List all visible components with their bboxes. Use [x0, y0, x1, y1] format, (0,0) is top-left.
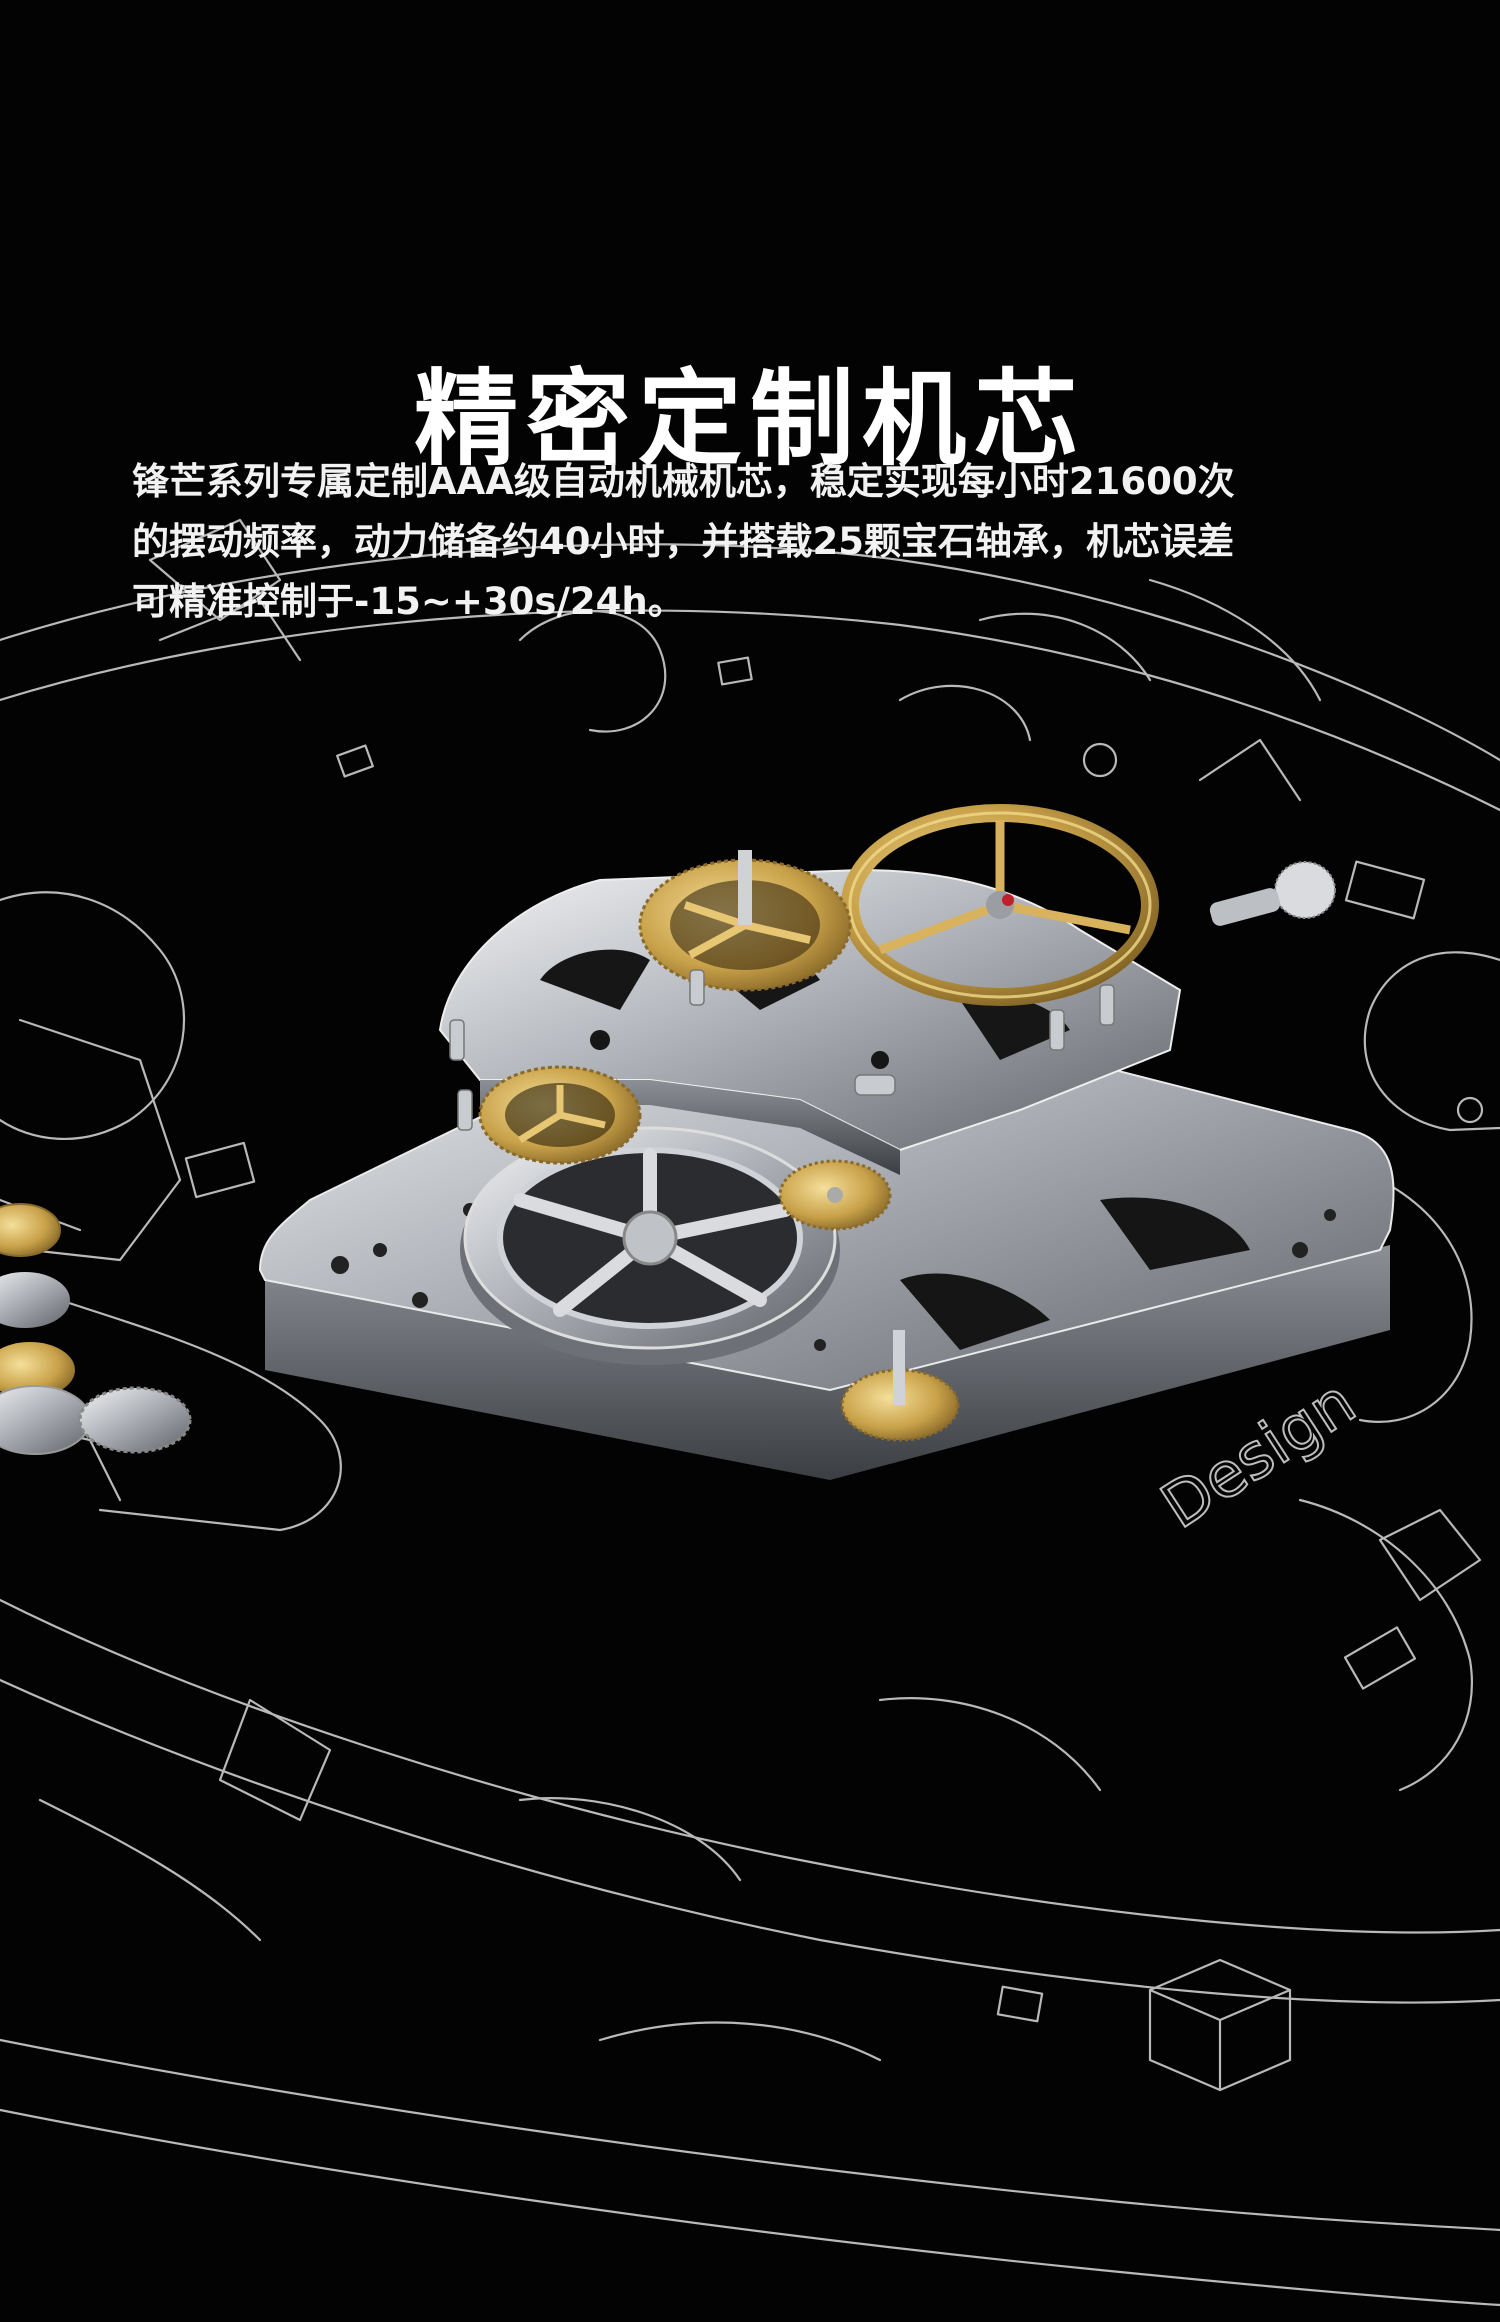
gold-gear-upper-left [638, 850, 852, 992]
gold-escapement-wheel [841, 804, 1159, 1006]
gold-gear-center [778, 1159, 892, 1231]
screws [449, 969, 1115, 1131]
description-line: 锋芒系列专属定制AAA级自动机械机芯，稳定实现每小时21600次 [132, 460, 1235, 503]
gold-gear-lower [840, 1330, 960, 1442]
gold-gear-middle-left [478, 1065, 642, 1165]
description-line: 的摆动频率，动力储备约40小时，并搭载25颗宝石轴承，机芯误差 [132, 520, 1234, 563]
loose-gears-left [0, 1203, 192, 1455]
description-line: 可精准控制于-15~+30s/24h。 [132, 580, 685, 623]
page-title: 精密定制机芯 [413, 357, 1086, 480]
small-pinion-parts [1209, 861, 1336, 926]
steel-balance-wheel [460, 1126, 840, 1365]
movement-description: 锋芒系列专属定制AAA级自动机械机芯，稳定实现每小时21600次 的摆动频率，动… [132, 452, 1382, 632]
